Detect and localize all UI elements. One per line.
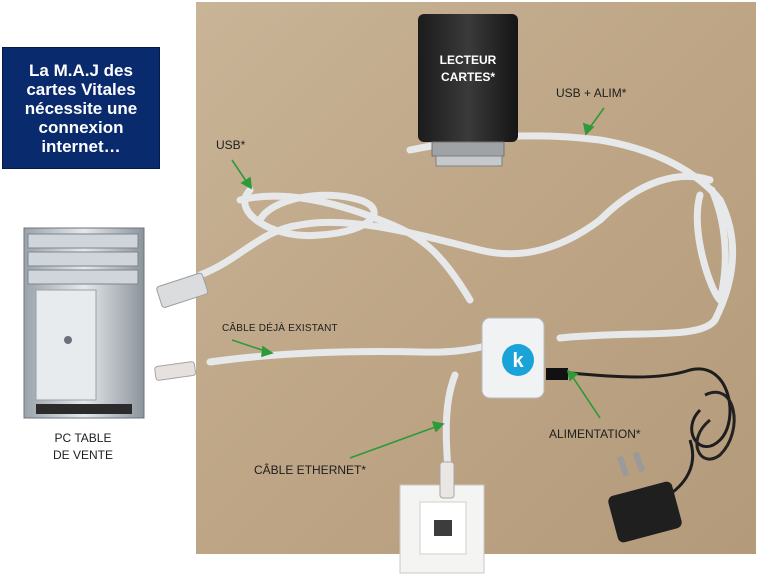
pc-label: PC TABLE DE VENTE bbox=[52, 431, 113, 462]
card-reader bbox=[418, 14, 518, 167]
hub: k bbox=[481, 317, 545, 399]
existing-cable-label: CÂBLE DÉJÀ EXISTANT bbox=[222, 323, 338, 334]
ethernet-cable-label: CÂBLE ETHERNET* bbox=[254, 463, 367, 477]
ethernet-plug-left bbox=[154, 361, 197, 381]
power-adapter bbox=[546, 367, 736, 543]
usb-plug bbox=[156, 272, 209, 308]
info-box: La M.A.J des cartes Vitales nécessite un… bbox=[2, 47, 160, 169]
k-logo-icon: k bbox=[512, 350, 524, 372]
wall-socket bbox=[399, 461, 485, 574]
card-reader-label: LECTEUR CARTES* bbox=[439, 53, 497, 84]
usb-power-label: USB + ALIM* bbox=[556, 86, 627, 100]
arrows bbox=[231, 107, 605, 459]
power-label: ALIMENTATION* bbox=[549, 427, 641, 441]
pc-tower bbox=[23, 227, 145, 419]
usb-label: USB* bbox=[216, 138, 246, 152]
